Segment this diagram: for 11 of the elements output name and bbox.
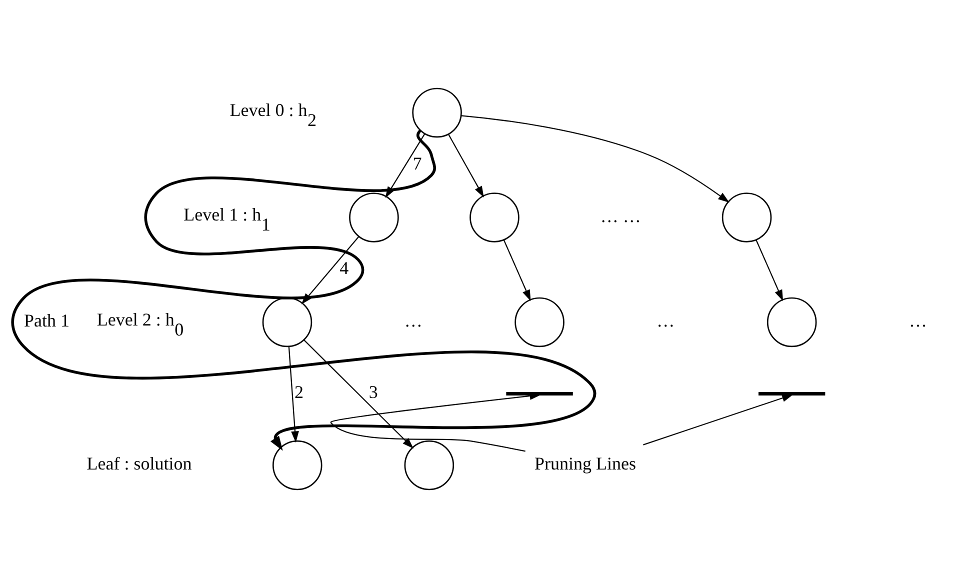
edge-label: 3 xyxy=(368,382,378,402)
edge-label: 7 xyxy=(412,152,422,173)
edge-label: 4 xyxy=(340,258,349,278)
label: Leaf : solution xyxy=(86,453,192,474)
edge-label: 2 xyxy=(294,382,304,402)
node-text: Pruning Lines xyxy=(534,453,636,474)
edge-label: Path 1 xyxy=(24,310,70,330)
label: … xyxy=(404,310,422,330)
label: … xyxy=(908,310,928,330)
label: … xyxy=(656,310,675,330)
label: … … xyxy=(600,205,641,226)
